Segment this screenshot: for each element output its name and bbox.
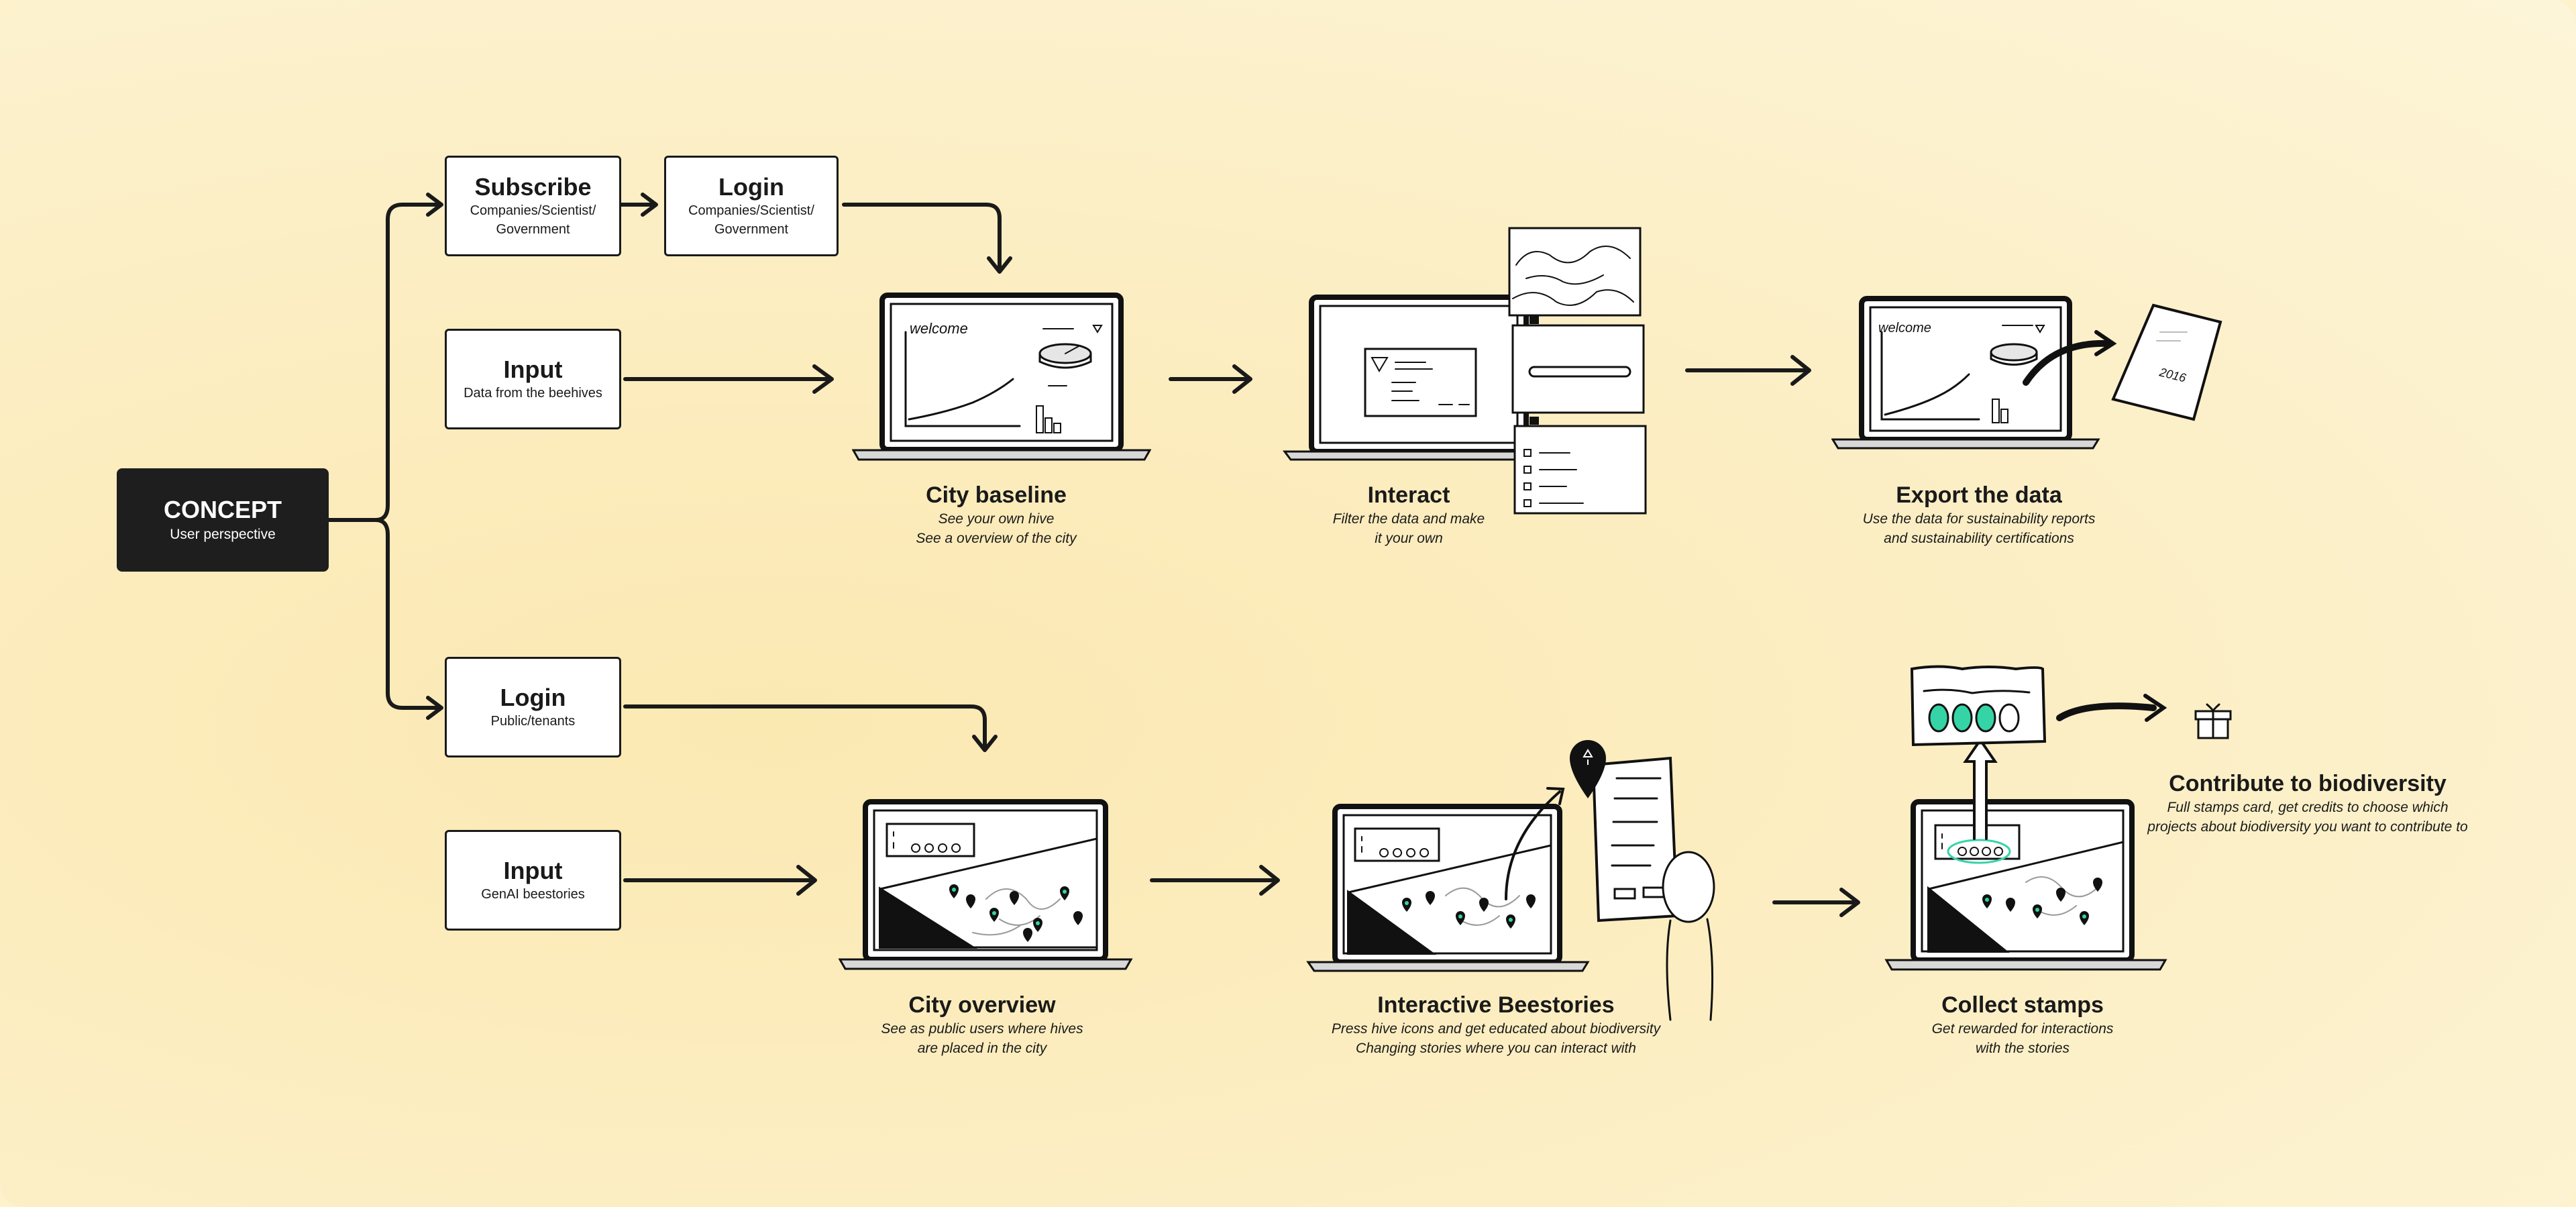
login-top-title: Login [718,173,784,201]
stage-beestories-line-1: Press hive icons and get educated about … [1331,1020,1661,1037]
city-overview-laptop-sketch [839,799,1133,970]
concept-title: CONCEPT [163,495,282,523]
stage-biodiversity-line-1: Full stamps card, get credits to choose … [2167,799,2449,815]
stage-city-baseline-line-1: See your own hive [938,511,1055,527]
beestories-sketch [1306,739,1715,1021]
stage-stamps: Collect stamps Get rewarded for interact… [1855,992,2190,1059]
stage-biodiversity-line-2: projects about biodiversity you want to … [2147,819,2468,835]
stage-biodiversity-title: Contribute to biodiversity [2169,771,2447,796]
export-welcome-text: welcome [1878,321,1931,335]
login-top-node: Login Companies/Scientist/ Government [664,156,839,256]
stage-interact-line-2: it your own [1375,531,1443,547]
input-bottom-subtitle: GenAI beestories [481,886,585,902]
stage-city-overview-line-2: are placed in the city [917,1041,1047,1057]
stage-export: Export the data Use the data for sustain… [1784,482,2174,549]
stage-beestories-title: Interactive Beestories [1377,992,1615,1018]
stage-interact-line-1: Filter the data and make [1332,511,1485,527]
input-top-title: Input [503,356,563,384]
stage-city-overview-line-1: See as public users where hives [881,1020,1083,1037]
input-bottom-node: Input GenAI beestories [445,830,621,931]
export-laptop-sketch: welcome 2016 [1831,296,2222,450]
concept-subtitle: User perspective [170,527,276,542]
baseline-welcome-text: welcome [910,320,968,337]
stage-city-overview-title: City overview [908,992,1056,1018]
stage-export-line-2: and sustainability certifications [1884,531,2074,547]
interact-laptop-sketch [1283,227,1647,515]
stage-stamps-line-1: Get rewarded for interactions [1931,1020,2114,1037]
subscribe-subtitle: Companies/Scientist/ Government [470,203,596,237]
login-top-subtitle: Companies/Scientist/ Government [688,203,814,237]
collect-stamps-sketch [1884,665,2232,971]
login-bottom-subtitle: Public/tenants [490,713,576,729]
subscribe-title: Subscribe [474,173,592,201]
input-top-node: Input Data from the beehives [445,329,621,429]
login-bottom-title: Login [500,684,566,712]
input-bottom-title: Input [503,857,563,885]
stage-stamps-title: Collect stamps [1941,992,2104,1018]
stage-beestories: Interactive Beestories Press hive icons … [1254,992,1737,1059]
stage-interact-title: Interact [1367,482,1450,508]
concept-node: CONCEPT User perspective [117,468,329,572]
stage-export-line-1: Use the data for sustainability reports [1862,511,2096,527]
stage-interact: Interact Filter the data and make it you… [1275,482,1543,549]
stage-city-overview: City overview See as public users where … [814,992,1150,1059]
stage-city-baseline: City baseline See your own hive See a ov… [862,482,1130,549]
stage-city-baseline-title: City baseline [926,482,1067,508]
stage-city-baseline-line-2: See a overview of the city [916,531,1077,547]
city-baseline-laptop-sketch: welcome [852,293,1151,461]
stage-export-title: Export the data [1896,482,2062,508]
stage-beestories-line-2: Changing stories where you can interact … [1356,1041,1636,1057]
stage-biodiversity: Contribute to biodiversity Full stamps c… [2120,770,2496,837]
subscribe-node: Subscribe Companies/Scientist/ Governmen… [445,156,621,256]
input-top-subtitle: Data from the beehives [464,385,602,401]
stage-stamps-line-2: with the stories [1975,1041,2070,1057]
login-bottom-node: Login Public/tenants [445,657,621,757]
